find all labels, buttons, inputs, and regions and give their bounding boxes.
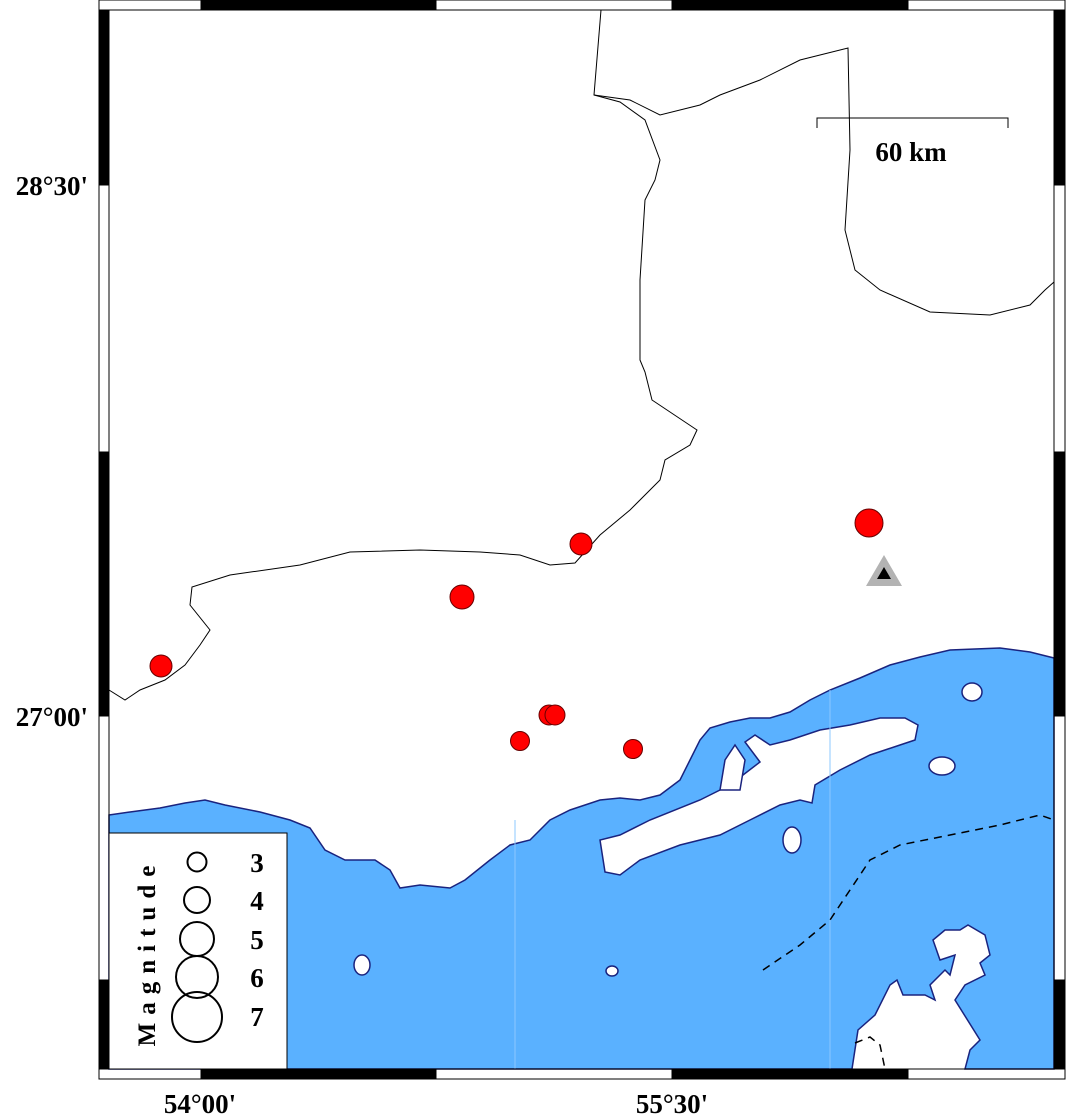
scale-bar: 60 km xyxy=(816,117,1009,167)
legend-circle-6 xyxy=(175,955,219,999)
earthquake-event[interactable] xyxy=(149,654,173,678)
magnitude-legend: Magnitude 3 4 5 6 7 xyxy=(108,832,288,1070)
legend-label: 4 xyxy=(250,886,264,916)
legend-label: 7 xyxy=(250,1002,264,1032)
earthquake-events xyxy=(149,508,884,759)
earthquake-event[interactable] xyxy=(510,731,530,751)
island xyxy=(961,682,983,702)
province-border xyxy=(593,47,1055,316)
island xyxy=(782,826,802,854)
island xyxy=(719,743,746,791)
scale-bar-label: 60 km xyxy=(875,137,947,167)
lat-label: 27°00' xyxy=(16,702,88,732)
lon-label: 54°00' xyxy=(164,1089,236,1119)
map-frame xyxy=(98,0,1066,1080)
legend-circle-7 xyxy=(171,991,223,1043)
legend-label: 6 xyxy=(250,963,264,993)
lon-label: 55°30' xyxy=(636,1089,708,1119)
island xyxy=(605,965,619,977)
legend-title: Magnitude xyxy=(134,858,161,1047)
maritime-boundary xyxy=(762,814,1055,971)
lat-label: 28°30' xyxy=(16,171,88,201)
qeshm-island xyxy=(599,717,919,876)
legend-circle-4 xyxy=(183,886,211,914)
legend-label: 3 xyxy=(250,848,264,878)
legend-circle-3 xyxy=(186,851,208,873)
island xyxy=(353,954,371,976)
earthquake-event[interactable] xyxy=(449,584,475,610)
earthquake-event[interactable] xyxy=(854,508,884,538)
station-marker[interactable] xyxy=(866,555,902,586)
legend-label: 5 xyxy=(250,925,264,955)
earthquake-event[interactable] xyxy=(623,739,643,759)
earthquake-event[interactable] xyxy=(569,532,593,556)
island xyxy=(928,756,956,776)
station-triangle-inner-icon xyxy=(877,567,891,579)
earthquake-event[interactable] xyxy=(544,704,566,726)
